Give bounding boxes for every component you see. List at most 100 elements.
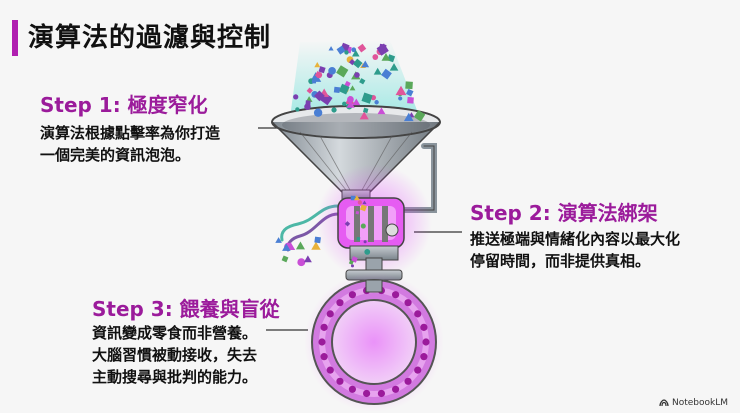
step2-line: 推送極端與情緒化內容以最大化 [470, 230, 681, 248]
particle [305, 100, 311, 106]
particle [351, 49, 360, 57]
particle [398, 96, 403, 101]
particle [381, 68, 392, 80]
brand-label: NotebookLM [671, 398, 728, 408]
particle [357, 200, 363, 205]
ring-dot [420, 323, 428, 331]
particle [347, 96, 354, 103]
particle [344, 50, 349, 55]
step3-description: 資訊變成零食而非營養。 大腦習慣被動接收，失去 主動搜尋與批判的能力。 [92, 322, 257, 388]
particle [336, 45, 346, 55]
particle [313, 108, 323, 117]
particle [318, 66, 326, 74]
bubble-ring [304, 272, 444, 412]
step3-line: 資訊變成零食而非營養。 [92, 324, 258, 342]
funnel [271, 105, 441, 201]
ring-dot [336, 377, 344, 385]
particle [346, 100, 355, 108]
particle [377, 107, 386, 115]
particle [333, 86, 341, 94]
ring-dot [320, 353, 328, 361]
particle [314, 62, 321, 68]
particle [389, 63, 399, 71]
ring-dot [414, 310, 422, 318]
particle [361, 92, 373, 104]
step3-heading: Step 3: 餵養與盲從 [92, 297, 280, 321]
particle [328, 67, 336, 75]
ring-dot [336, 299, 344, 307]
particle [359, 78, 366, 85]
particle [275, 237, 282, 243]
particle [407, 96, 414, 104]
ring-dot [404, 377, 412, 385]
title-accent-bar [12, 20, 18, 56]
particle [364, 249, 371, 255]
notebooklm-logo-icon [659, 399, 669, 407]
ring-dot [414, 366, 422, 374]
particle [350, 195, 356, 201]
data-particles [275, 42, 426, 268]
particle [413, 109, 426, 122]
particle [293, 94, 299, 100]
particle [352, 98, 361, 106]
ring-dot [362, 389, 371, 398]
ring-dot [377, 389, 386, 398]
particle [361, 60, 370, 68]
particle [336, 65, 349, 78]
step1-line: 一個完美的資訊泡泡。 [40, 146, 191, 164]
particle [381, 53, 391, 61]
particle [312, 79, 317, 84]
ring-dot [422, 338, 430, 346]
particle [359, 111, 369, 120]
particle [359, 204, 367, 212]
particle [362, 107, 369, 114]
ring-dot [348, 385, 356, 393]
step1-heading: Step 1: 極度窄化 [40, 93, 208, 117]
brand-watermark: NotebookLM [659, 398, 728, 408]
particle [349, 85, 356, 91]
particle [295, 241, 305, 250]
ring-dot [392, 291, 400, 299]
ring-dot [348, 291, 356, 299]
particle [373, 67, 382, 75]
particle [354, 72, 360, 78]
ring-dot [420, 353, 428, 361]
step3-line: 大腦習慣被動接收，失去 [92, 346, 258, 364]
particle [355, 210, 360, 215]
particle [395, 85, 407, 96]
ring-dot [326, 366, 334, 374]
particle [357, 43, 367, 53]
step1-line: 演算法根據點擊率為你打造 [40, 124, 221, 142]
particle [374, 100, 379, 105]
particle [328, 46, 334, 51]
particle [403, 112, 414, 122]
particle [353, 195, 360, 201]
particle [344, 221, 351, 227]
particle [297, 258, 306, 267]
particle [350, 264, 354, 268]
particle [282, 243, 291, 251]
particle [356, 236, 361, 241]
step1-description: 演算法根據點擊率為你打造 一個完美的資訊泡泡。 [40, 122, 220, 166]
particle [351, 47, 357, 53]
particle [331, 107, 337, 113]
ring-dot [320, 323, 328, 331]
ring-dot [326, 310, 334, 318]
ring-dot [404, 299, 412, 307]
particle [378, 43, 387, 52]
particle [281, 255, 289, 263]
particle [360, 223, 366, 229]
particle [362, 200, 367, 205]
particle [295, 107, 300, 112]
step2-line: 停留時間，而非提供真相。 [470, 252, 651, 270]
particle [311, 241, 321, 250]
particle [405, 88, 414, 97]
particle [342, 101, 347, 107]
particle [314, 70, 321, 76]
particle [303, 255, 312, 263]
ring-dot [318, 338, 326, 346]
particle [314, 236, 321, 244]
particle [338, 83, 350, 95]
particle [372, 54, 379, 60]
